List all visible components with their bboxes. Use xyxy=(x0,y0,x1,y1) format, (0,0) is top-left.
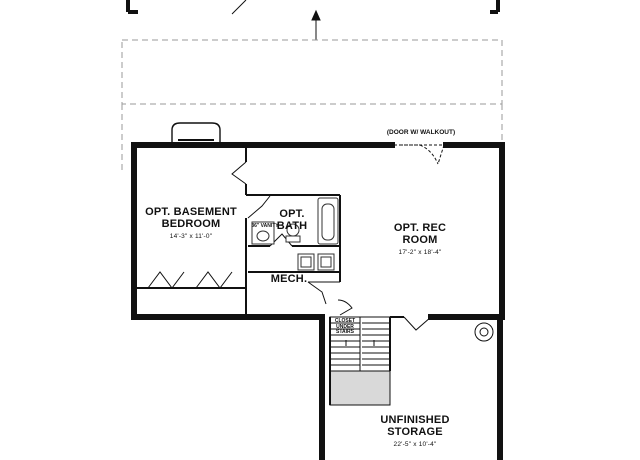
walkout-door-note: (DOOR W/ WALKOUT) xyxy=(386,129,456,136)
rec-room-name-line2: ROOM xyxy=(402,234,438,247)
storage-walls xyxy=(329,316,404,405)
mechanical-units xyxy=(297,253,335,271)
vanity-label: 36" VANITY xyxy=(251,223,279,229)
closet-note-line3: STAIRS xyxy=(336,329,354,335)
mech-label: MECH. xyxy=(270,273,308,285)
optional-deck-outline xyxy=(121,39,503,174)
window-well xyxy=(171,122,221,142)
closet-note-line1: CLOSET xyxy=(334,318,356,324)
storage-label: UNFINISHED STORAGE 22'-5" x 10'-4" xyxy=(360,414,470,448)
staircase xyxy=(329,316,391,406)
bedroom-label: OPT. BASEMENT BEDROOM 14'-3" x 11'-0" xyxy=(136,206,246,240)
bath-label: OPT. BATH xyxy=(270,208,314,232)
storage-dims: 22'-5" x 10'-4" xyxy=(393,441,437,449)
interior-walls xyxy=(136,147,341,315)
bedroom-name-line2: BEDROOM xyxy=(161,218,221,231)
storage-name-line1: UNFINISHED xyxy=(380,414,450,426)
bath-fixtures xyxy=(251,197,339,245)
bedroom-dims: 14'-3" x 11'-0" xyxy=(169,233,213,241)
bedroom-name-line1: OPT. BASEMENT xyxy=(145,206,237,218)
storage-name-line2: STORAGE xyxy=(387,426,443,439)
rec-room-dims: 17'-2" x 18'-4" xyxy=(398,249,442,257)
rec-room-name-line1: OPT. REC xyxy=(393,222,447,234)
upper-level-fragment xyxy=(126,0,500,40)
closet-note-line2: UNDER xyxy=(336,323,354,330)
sump-pit xyxy=(474,322,494,342)
bath-name-line1: OPT. xyxy=(279,208,305,220)
walkout-door xyxy=(394,144,445,165)
bath-name-line2: BATH xyxy=(276,220,308,233)
closet-under-stairs-note: CLOSET UNDER STAIRS xyxy=(330,318,360,336)
rec-room-label: OPT. REC ROOM 17'-2" x 18'-4" xyxy=(370,222,470,256)
exterior-walls xyxy=(131,142,505,460)
closet-bifold-doors xyxy=(147,271,233,289)
